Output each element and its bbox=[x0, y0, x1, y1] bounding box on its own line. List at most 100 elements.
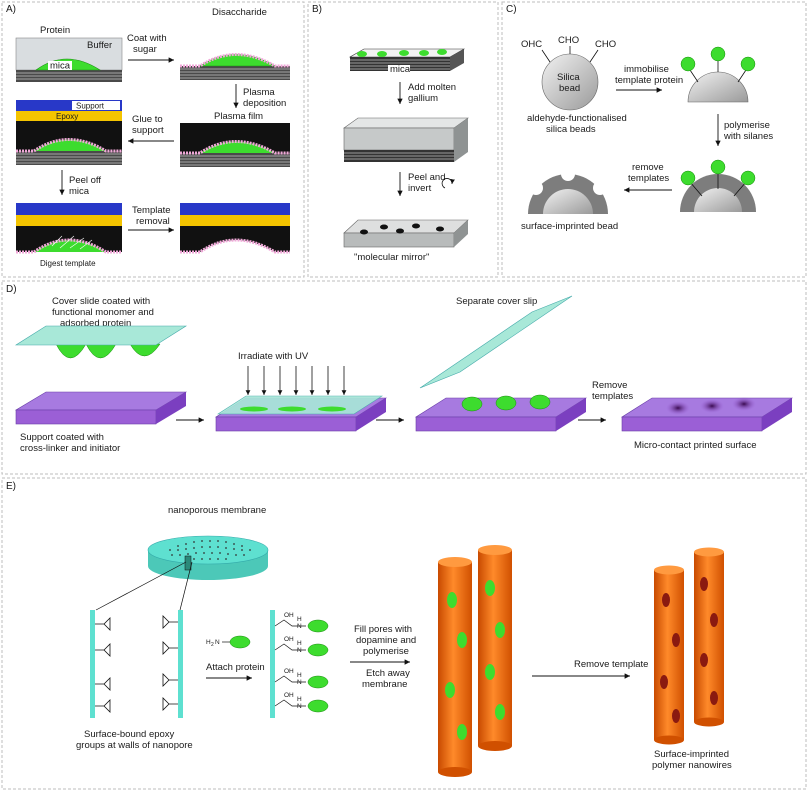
c-poly-2: with silanes bbox=[723, 131, 773, 142]
a-step1-substrate bbox=[15, 37, 123, 82]
e-h-4: H bbox=[297, 696, 302, 703]
c-silica-bead bbox=[541, 46, 599, 111]
b-invert-icon bbox=[441, 178, 455, 189]
b-molecular-mirror bbox=[343, 219, 469, 248]
a-step5-peeled bbox=[16, 203, 122, 254]
a-disaccharide-label: Disaccharide bbox=[212, 7, 267, 18]
e-n-3: N bbox=[297, 679, 302, 686]
e-pore-walls bbox=[90, 610, 183, 718]
e-membrane-disc bbox=[147, 535, 269, 580]
panel-d-letter: D) bbox=[6, 284, 17, 295]
e-epoxy-1: Surface-bound epoxy bbox=[84, 729, 175, 740]
panel-b: B) mica Add molten gallium Peel and inve… bbox=[312, 4, 469, 263]
a-template-1: Template bbox=[132, 205, 171, 216]
c-bead-1: Silica bbox=[557, 72, 580, 83]
e-membrane-label: nanoporous membrane bbox=[168, 505, 266, 516]
e-h2n-sub: 2 bbox=[211, 642, 214, 648]
b-peel-2: invert bbox=[408, 183, 432, 194]
c-polymer-bead bbox=[680, 159, 756, 212]
b-gallium-1: Add molten bbox=[408, 82, 456, 93]
d-separate-label: Separate cover slip bbox=[456, 296, 537, 307]
e-nano-2: polymer nanowires bbox=[652, 760, 732, 771]
a-protein-label: Protein bbox=[40, 25, 70, 36]
d-support-2: cross-linker and initiator bbox=[20, 443, 120, 454]
a-peel-1: Peel off bbox=[69, 175, 101, 186]
d-protein-slab bbox=[414, 394, 588, 432]
a-digest-label: Digest template bbox=[40, 259, 96, 268]
c-cho-right: CHO bbox=[595, 39, 616, 50]
e-etch-1: Etch away bbox=[366, 668, 410, 679]
c-cho-left: OHC bbox=[521, 39, 542, 50]
e-nanowires-filled bbox=[438, 545, 512, 777]
e-n-2: N bbox=[297, 647, 302, 654]
a-step3-film bbox=[180, 123, 290, 167]
e-oh-1: OH bbox=[284, 612, 294, 619]
d-support-slab bbox=[14, 391, 188, 425]
e-fill-2: dopamine and bbox=[356, 635, 416, 646]
c-cho-mid: CHO bbox=[558, 35, 579, 46]
panel-c: C) OHC CHO CHO Silica bead aldehyde-func… bbox=[506, 4, 773, 232]
a-template-2: removal bbox=[136, 216, 170, 227]
panel-e-letter: E) bbox=[6, 481, 16, 492]
a-plasma-2: deposition bbox=[243, 98, 286, 109]
a-epoxy-label: Epoxy bbox=[56, 112, 78, 121]
panel-b-letter: B) bbox=[312, 4, 322, 15]
e-n-1: N bbox=[297, 623, 302, 630]
e-fill-1: Fill pores with bbox=[354, 624, 412, 635]
a-coat-1: Coat with bbox=[127, 33, 167, 44]
e-h-3: H bbox=[297, 672, 302, 679]
d-uv-label: Irradiate with UV bbox=[238, 351, 309, 362]
panel-a-letter: A) bbox=[6, 4, 16, 15]
d-remove-2: templates bbox=[592, 391, 633, 402]
d-cover-1: Cover slide coated with bbox=[52, 296, 150, 307]
d-uv-arrows bbox=[245, 366, 347, 395]
b-gallium-2: gallium bbox=[408, 93, 438, 104]
d-separated-slip bbox=[419, 295, 573, 389]
e-nanowires-imprinted bbox=[654, 547, 724, 745]
c-immob-2: template protein bbox=[615, 75, 683, 86]
e-attached-wall bbox=[270, 610, 329, 718]
e-oh-3: OH bbox=[284, 668, 294, 675]
d-support-1: Support coated with bbox=[20, 432, 104, 443]
b-mica-stack bbox=[348, 48, 466, 74]
c-bead-with-protein bbox=[680, 46, 756, 103]
b-peel-1: Peel and bbox=[408, 172, 446, 183]
b-mirror-label: "molecular mirror" bbox=[354, 252, 429, 263]
d-printed-slab bbox=[620, 397, 794, 432]
a-plasma-1: Plasma bbox=[243, 87, 275, 98]
c-immob-1: immobilise bbox=[624, 64, 669, 75]
a-step2-sugar bbox=[180, 53, 290, 80]
panel-c-letter: C) bbox=[506, 4, 517, 15]
a-step6-imprint bbox=[180, 203, 290, 254]
e-h2n-h: H bbox=[206, 639, 211, 646]
c-imprinted-label: surface-imprinted bead bbox=[521, 221, 618, 232]
a-glue-1: Glue to bbox=[132, 114, 163, 125]
e-h2n-n: N bbox=[215, 639, 220, 646]
b-mica-label: mica bbox=[390, 64, 411, 75]
e-attach-label: Attach protein bbox=[206, 662, 265, 673]
c-bead-2: bead bbox=[559, 83, 580, 94]
a-support-label: Support bbox=[76, 102, 105, 111]
e-fill-3: polymerise bbox=[363, 646, 409, 657]
c-remove-2: templates bbox=[628, 173, 669, 184]
d-cover-2: functional monomer and bbox=[52, 307, 154, 318]
e-h-1: H bbox=[297, 616, 302, 623]
c-imprinted-bead bbox=[528, 167, 608, 214]
e-protein-amine bbox=[229, 635, 251, 649]
c-aldehyde-1: aldehyde-functionalised bbox=[527, 113, 627, 124]
a-peel-2: mica bbox=[69, 186, 90, 197]
c-aldehyde-2: silica beads bbox=[546, 124, 596, 135]
a-glue-2: support bbox=[132, 125, 164, 136]
d-micro-label: Micro-contact printed surface bbox=[634, 440, 757, 451]
d-remove-1: Remove bbox=[592, 380, 627, 391]
a-mica-label: mica bbox=[50, 61, 71, 72]
d-cover-3: adsorbed protein bbox=[60, 318, 131, 329]
e-remove-label: Remove template bbox=[574, 659, 648, 670]
e-h-2: H bbox=[297, 640, 302, 647]
e-epoxy-2: groups at walls of nanopore bbox=[76, 740, 193, 751]
a-step4-glued bbox=[16, 100, 122, 165]
d-irradiate-stack bbox=[214, 395, 388, 432]
